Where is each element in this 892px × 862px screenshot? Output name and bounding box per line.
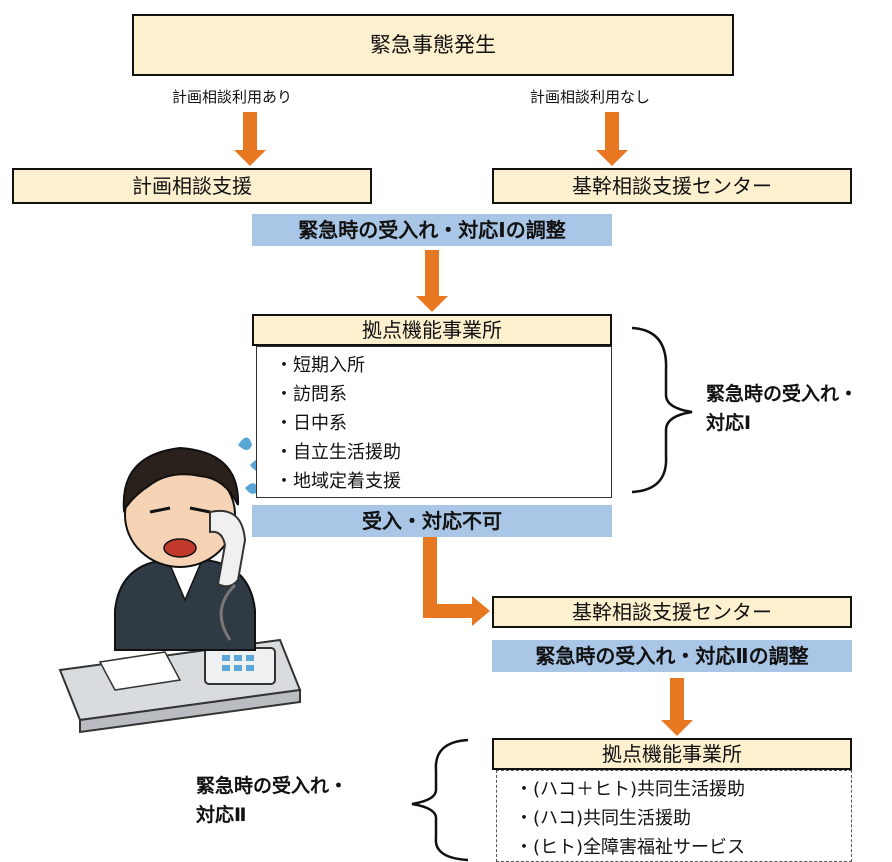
- coordination-1-banner: 緊急時の受入れ・対応Ⅰの調整: [252, 214, 612, 246]
- list-item: ・自立生活援助: [275, 442, 401, 463]
- base-facility-1-title-box: 拠点機能事業所: [252, 314, 612, 346]
- list-item: ・(ヒト)全障害福祉サービス: [515, 837, 746, 858]
- list-item: ・(ハコ)共同生活援助: [515, 808, 692, 829]
- side-label-1-line2: 対応Ⅰ: [706, 411, 752, 434]
- core-center-box-2: 基幹相談支援センター: [492, 596, 852, 628]
- coordination-2-banner: 緊急時の受入れ・対応Ⅱの調整: [492, 640, 852, 672]
- plan-consultation-label: 計画相談支援: [132, 174, 252, 198]
- branch-right-label: 計画相談利用なし: [530, 88, 651, 106]
- branch-left-label: 計画相談利用あり: [172, 88, 293, 106]
- core-center-box-1: 基幹相談支援センター: [492, 168, 852, 204]
- list-item: ・訪問系: [275, 384, 347, 405]
- base-facility-2-title-box: 拠点機能事業所: [492, 738, 852, 770]
- base-facility-2-list: ・(ハコ＋ヒト)共同生活援助 ・(ハコ)共同生活援助 ・(ヒト)全障害福祉サービ…: [496, 770, 852, 862]
- base-facility-1-title: 拠点機能事業所: [362, 318, 502, 342]
- phone-operator-illustration: [58, 437, 302, 734]
- arrow-left-branch: [234, 112, 266, 166]
- arrow-to-center2: [423, 534, 490, 626]
- emergency-occurrence-label: 緊急事態発生: [370, 33, 496, 57]
- list-item: ・(ハコ＋ヒト)共同生活援助: [515, 779, 746, 800]
- cannot-accept-banner: 受入・対応不可: [252, 505, 612, 537]
- arrow-to-base2: [661, 678, 693, 736]
- base-facility-2-title: 拠点機能事業所: [602, 742, 742, 766]
- side-label-1: 緊急時の受入れ・ 対応Ⅰ: [706, 380, 858, 437]
- side-label-2-line1: 緊急時の受入れ・: [196, 775, 349, 797]
- emergency-occurrence-box: 緊急事態発生: [132, 14, 734, 76]
- coordination-2-label: 緊急時の受入れ・対応Ⅱの調整: [535, 644, 809, 668]
- arrow-to-base1: [416, 250, 448, 312]
- side-label-1-line1: 緊急時の受入れ・: [706, 383, 859, 405]
- list-item: ・日中系: [275, 413, 347, 434]
- plan-consultation-box: 計画相談支援: [12, 168, 372, 204]
- base-facility-1-list: ・短期入所 ・訪問系 ・日中系 ・自立生活援助 ・地域定着支援: [256, 346, 612, 498]
- core-center-label-2: 基幹相談支援センター: [572, 600, 772, 624]
- bracket-left: [411, 738, 469, 862]
- list-item: ・地域定着支援: [275, 471, 401, 492]
- bracket-right: [631, 326, 693, 494]
- cannot-accept-label: 受入・対応不可: [362, 509, 502, 533]
- arrow-right-branch: [596, 112, 628, 166]
- side-label-2: 緊急時の受入れ・ 対応Ⅱ: [196, 772, 348, 829]
- list-item: ・短期入所: [275, 355, 365, 376]
- core-center-label-1: 基幹相談支援センター: [572, 174, 772, 198]
- coordination-1-label: 緊急時の受入れ・対応Ⅰの調整: [298, 218, 566, 242]
- side-label-2-line2: 対応Ⅱ: [196, 803, 247, 826]
